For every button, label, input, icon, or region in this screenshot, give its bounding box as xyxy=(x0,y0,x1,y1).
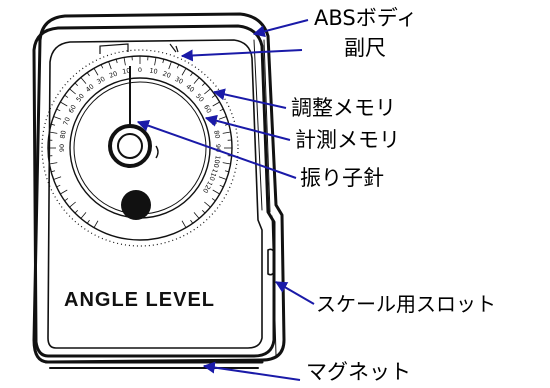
dial-tick xyxy=(190,219,194,224)
label-adjust-scale: 調整メモリ xyxy=(291,96,396,120)
dial-tick xyxy=(218,116,227,120)
dial-tick xyxy=(80,212,87,219)
label-measure-scale: 計測メモリ xyxy=(295,128,400,152)
dial-number: 0 xyxy=(138,66,142,74)
dial-tick xyxy=(123,57,126,66)
dial-number: 30 xyxy=(173,75,184,86)
device-body xyxy=(32,12,286,369)
dial-tick xyxy=(201,209,206,214)
dial-tick xyxy=(222,162,231,165)
dial-number: 90 xyxy=(58,144,66,152)
sub-scale xyxy=(99,43,179,54)
pendulum-weight xyxy=(121,190,151,220)
dial-tick xyxy=(60,189,68,195)
dial-number: 10 xyxy=(122,67,132,76)
outer-scale-ring xyxy=(41,49,239,247)
dial-tick xyxy=(93,220,99,228)
leader-sub-scale xyxy=(180,49,303,62)
dial-tick xyxy=(211,198,216,202)
dial-tick xyxy=(80,77,87,84)
dial-tick xyxy=(51,123,56,126)
dial-tick xyxy=(64,198,69,202)
dial-tick xyxy=(212,101,220,107)
dial-number: 100 xyxy=(212,155,222,169)
dial-number: 50 xyxy=(75,92,86,103)
dial-tick xyxy=(222,131,231,134)
dial-tick xyxy=(49,162,58,165)
dial-tick xyxy=(193,77,200,84)
dial-number: 90 xyxy=(214,144,222,152)
dial-tick xyxy=(211,94,216,98)
dial-number: 80 xyxy=(59,130,68,140)
dial-number: 20 xyxy=(108,70,119,80)
dial-number: 30 xyxy=(95,75,106,86)
dial-tick xyxy=(176,64,180,69)
dial-tick xyxy=(193,212,200,219)
dial-number: 120 xyxy=(201,180,214,195)
dial-number: 110 xyxy=(207,167,219,181)
dial-tick xyxy=(74,82,79,87)
dial-tick xyxy=(219,184,224,188)
label-abs-body: ABSボディ xyxy=(314,6,418,30)
leader-magnet xyxy=(202,361,301,381)
dial-tick xyxy=(51,170,56,173)
dial-tick xyxy=(201,82,206,87)
dial-number: 80 xyxy=(212,130,221,140)
dial-tick xyxy=(86,72,90,77)
dial-tick xyxy=(115,59,118,64)
leader-abs-body xyxy=(252,19,309,38)
leader-adjust-scale xyxy=(212,88,287,109)
label-pendulum-needle: 振り子針 xyxy=(300,166,384,190)
dial-tick xyxy=(204,88,211,95)
dial-tick xyxy=(108,61,112,70)
dial-tick xyxy=(93,68,99,76)
label-sub-scale: 副尺 xyxy=(344,36,386,60)
dial-tick xyxy=(64,94,69,98)
dial-tick xyxy=(56,108,61,112)
dial-tick xyxy=(212,189,220,195)
label-scale-slot: スケール用スロット xyxy=(316,292,496,316)
leader-needle xyxy=(136,119,297,179)
leader-scale-slot xyxy=(274,281,315,305)
dial-tick xyxy=(100,64,104,69)
dial-ticks xyxy=(48,56,232,228)
dial-tick xyxy=(204,201,211,208)
dial-tick xyxy=(53,116,62,120)
dial-number: 10 xyxy=(149,67,159,76)
dial-tick xyxy=(219,108,224,112)
dial-tick xyxy=(181,220,187,228)
dial-number: 60 xyxy=(67,103,78,114)
dial-number: 60 xyxy=(202,103,213,114)
dial-number: 20 xyxy=(161,70,172,80)
dial-tick xyxy=(181,68,187,76)
dial-tick xyxy=(218,176,227,180)
dial-number: 50 xyxy=(194,92,205,103)
dial-number: 40 xyxy=(84,83,95,94)
dial-tick xyxy=(224,170,229,173)
pendulum-hub xyxy=(108,124,152,168)
dial-tick xyxy=(69,88,76,95)
dial-tick xyxy=(86,219,90,224)
dial-tick xyxy=(162,59,165,64)
leader-measure-scale xyxy=(204,114,291,141)
dial-tick xyxy=(53,176,62,180)
dial-tick xyxy=(168,61,172,70)
dial-tick xyxy=(154,57,157,66)
dial-number: 40 xyxy=(184,83,195,94)
dial-tick xyxy=(49,131,58,134)
brand-text: ANGLE LEVEL xyxy=(64,289,215,311)
leader-lines xyxy=(136,19,315,381)
dial-tick xyxy=(69,201,76,208)
dial-number: 70 xyxy=(62,116,72,127)
dial-tick xyxy=(74,209,79,214)
dial-tick xyxy=(56,184,61,188)
dial-tick xyxy=(60,101,68,107)
label-magnet: マグネット xyxy=(306,360,411,384)
dial-tick xyxy=(190,72,194,77)
